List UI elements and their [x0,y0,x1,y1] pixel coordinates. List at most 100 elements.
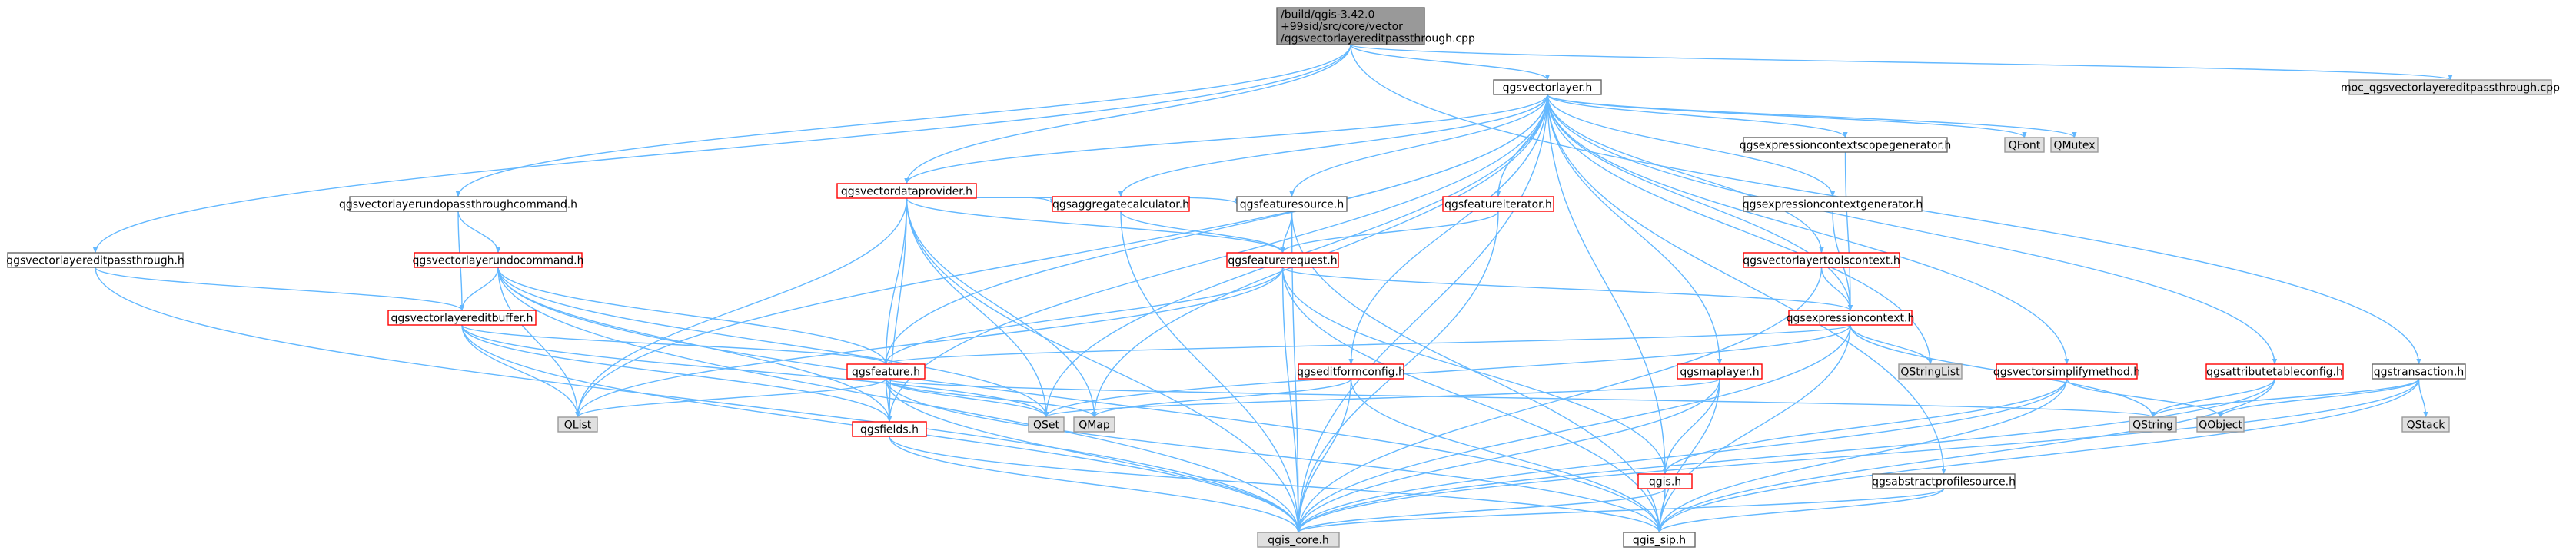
node-qfont[interactable]: QFont [2004,137,2045,153]
edge-editformconfig-to-qgissip [1350,378,1662,533]
node-aggcalc[interactable]: qgsaggregatecalculator.h [1052,196,1190,212]
edge-transaction-to-qgiscore [1295,378,2420,533]
node-qstring[interactable]: QString [2129,416,2177,433]
node-editpassthrough[interactable]: qgsvectorlayereditpassthrough.h [6,252,184,268]
edge-dataprovider-to-qlist [575,197,908,418]
node-label: moc_qgsvectorlayereditpassthrough.cpp [2341,82,2560,94]
edge-vectorlayer-to-aggcalc [1118,94,1548,197]
node-box [1743,137,1948,153]
node-attrtableconfig[interactable]: qgsattributetableconfig.h [2205,363,2344,380]
node-qmap[interactable]: QMap [1073,416,1115,433]
node-featureiterator[interactable]: qgsfeatureiterator.h [1442,196,1554,212]
edge-editformconfig-to-qmap [1092,378,1352,418]
node-root[interactable]: /build/qgis-3.42.0+99sid/src/core/vector… [1276,7,1475,45]
node-label: QObject [2199,419,2242,432]
node-editformconfig[interactable]: qgseditformconfig.h [1297,363,1405,380]
node-profilesource[interactable]: qgsabstractprofilesource.h [1872,473,2016,489]
edge-expcontext-to-qset [1043,324,1851,418]
node-label: qgsfields.h [860,424,919,436]
node-dataprovider[interactable]: qgsvectordataprovider.h [836,183,977,199]
edge-featurerequest-to-qlist [575,267,1284,418]
node-feature[interactable]: qgsfeature.h [846,363,926,380]
node-box [1226,252,1339,268]
node-box [1298,363,1404,380]
node-label: qgsexpressioncontext.h [1787,313,1915,325]
node-box [557,416,598,433]
node-box [1493,79,1602,95]
edge-feature-to-qgissip [885,378,1662,533]
node-vectorlayer[interactable]: qgsvectorlayer.h [1493,79,1602,95]
edge-vectorlayer-to-dataprovider [904,94,1548,184]
edge-toolscontext-to-expcontext [1820,267,1853,311]
edge-vectorlayer-to-editformconfig [1348,94,1548,365]
node-qlist[interactable]: QList [557,416,598,433]
node-label: qgsexpressioncontextgenerator.h [1743,199,1923,211]
node-qgissip[interactable]: qgis_sip.h [1623,532,1696,548]
edge-transaction-to-qobject [2218,378,2420,418]
node-qstack[interactable]: QStack [2401,416,2450,433]
node-simplifymethod[interactable]: qgsvectorsimplifymethod.h [1993,363,2140,380]
edge-maplayer-to-qset [1044,378,1720,418]
edge-feature-to-qset [885,378,1049,418]
edge-undocommand-to-editbuffer [459,267,499,311]
edge-undopassthroughcmd-to-undocommand [457,211,501,254]
edge-aggcalc-to-featurerequest [1120,211,1285,254]
edge-feature-to-qstring [885,378,2156,418]
node-box [1236,196,1348,212]
node-expcontext[interactable]: qgsexpressioncontext.h [1787,310,1915,326]
node-box [387,310,537,326]
node-box [1623,532,1696,548]
edge-undocommand-to-qgissip [497,267,1662,533]
node-featurerequest[interactable]: qgsfeaturerequest.h [1226,252,1339,268]
node-undocommand[interactable]: qgsvectorlayerundocommand.h [413,252,584,268]
node-label: qgsvectordataprovider.h [841,186,972,198]
edge-vectorlayer-to-fields [886,94,1548,423]
edge-dataprovider-to-qgiscore [906,197,1301,533]
edge-vectorlayer-to-featuresource [1289,94,1548,197]
edge-maplayer-to-qgiscore [1295,378,1720,533]
node-qobject[interactable]: QObject [2196,416,2245,433]
edge-simplifymethod-to-qgis [1662,378,2068,475]
node-undopassthroughcmd[interactable]: qgsvectorlayerundopassthroughcommand.h [339,196,577,212]
node-qstringlist[interactable]: QStringList [1898,363,1963,380]
edge-undocommand-to-qlist [497,267,580,418]
edge-feature-to-qgiscore [885,378,1301,533]
node-qgis[interactable]: qgis.h [1637,473,1693,489]
node-label: qgsexpressioncontextscopegenerator.h [1740,140,1952,152]
edge-editformconfig-to-qgiscore [1295,378,1352,533]
node-featuresource[interactable]: qgsfeaturesource.h [1236,196,1348,212]
node-qmutex[interactable]: QMutex [2050,137,2099,153]
node-label: QStack [2407,419,2446,432]
node-editbuffer[interactable]: qgsvectorlayereditbuffer.h [387,310,537,326]
edge-expcontext-to-feature [883,324,1851,365]
node-label: qgsfeatureiterator.h [1444,199,1552,211]
edge-fields-to-qgissip [889,436,1662,533]
node-box [1028,416,1065,433]
node-maplayer[interactable]: qgsmaplayer.h [1677,363,1763,380]
node-fields[interactable]: qgsfields.h [852,421,927,437]
node-transaction[interactable]: qgstransaction.h [2372,363,2466,380]
node-box [846,363,926,380]
edge-transaction-to-qgissip [1657,378,2420,533]
node-toolscontext[interactable]: qgsvectorlayertoolscontext.h [1743,252,1900,268]
node-box [1743,252,1900,268]
edge-attrtableconfig-to-qgissip [1657,378,2275,533]
node-box [852,421,927,437]
edge-dataprovider-to-qset [906,197,1049,418]
node-expcontextscopegen[interactable]: qgsexpressioncontextscopegenerator.h [1740,137,1952,153]
node-expcontextgen[interactable]: qgsexpressioncontextgenerator.h [1743,196,1923,212]
edge-featurerequest-to-expcontext [1281,267,1853,311]
edge-vectorlayer-to-simplifymethod [1547,94,2069,365]
node-label: qgis_sip.h [1633,535,1686,547]
node-moc[interactable]: moc_qgsvectorlayereditpassthrough.cpp [2341,79,2560,95]
node-label: qgsvectorlayer.h [1503,82,1593,94]
node-label: qgsfeaturerequest.h [1228,255,1337,267]
node-qset[interactable]: QSet [1028,416,1065,433]
node-box [2205,363,2344,380]
node-box [2050,137,2099,153]
node-box [1677,363,1763,380]
node-qgiscore[interactable]: qgis_core.h [1257,532,1340,548]
edge-expcontext-to-qgissip [1657,324,1851,533]
node-label: QMap [1079,419,1110,432]
edge-featureiterator-to-featurerequest [1280,211,1499,254]
